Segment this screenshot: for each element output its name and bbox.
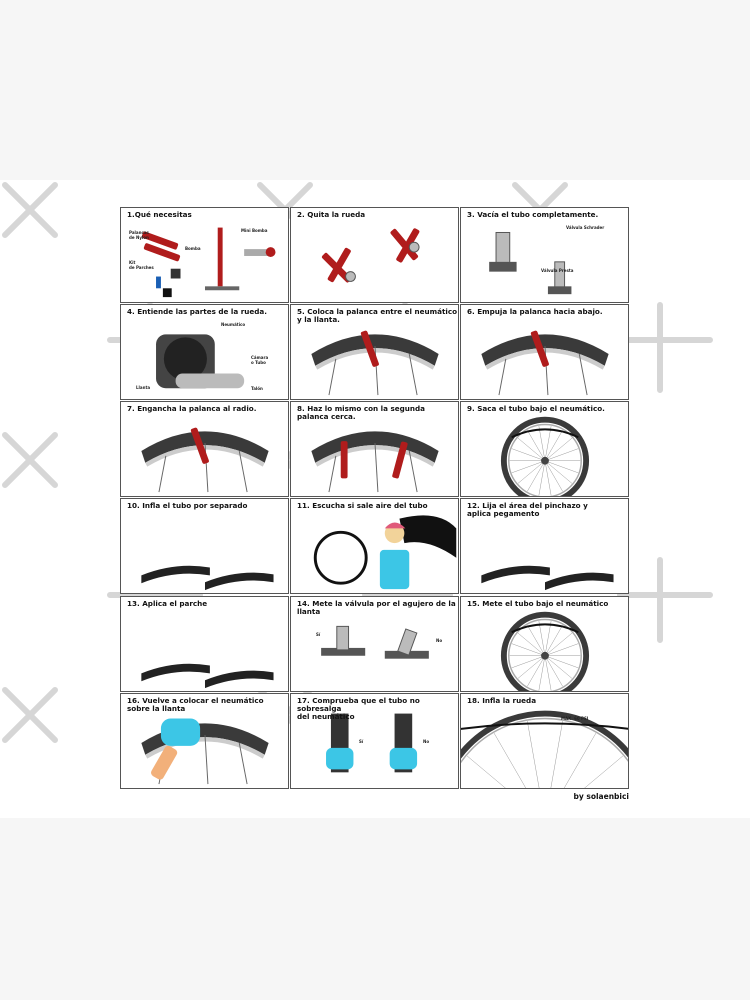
instruction-panel-5: 5. Coloca la palanca entre el neumático … xyxy=(290,304,459,400)
illustration-rider xyxy=(313,515,457,590)
instruction-panel-12: 12. Lija el área del pinchazo y aplica p… xyxy=(460,498,629,594)
panel-title: 8. Haz lo mismo con la segunda palanca c… xyxy=(297,404,426,421)
instruction-panel-9: 9. Saca el tubo bajo el neumático. xyxy=(460,401,629,497)
illustration-tyre-section xyxy=(156,334,245,389)
instruction-panel-17: 17. Comprueba que el tubo no sobresalga … xyxy=(290,693,459,789)
part-label: Neumático xyxy=(221,322,246,327)
illustration-arc-lever xyxy=(311,330,439,396)
panel-title: 13. Aplica el parche xyxy=(127,599,208,608)
part-label: Kit de Parches xyxy=(129,260,154,270)
panel-title: 10. Infla el tubo por separado xyxy=(127,501,248,510)
instruction-panel-14: 14. Mete la válvula por el agujero de la… xyxy=(290,596,459,692)
part-label: Válvula Presta xyxy=(541,268,574,273)
illustration-big-wheel xyxy=(461,710,628,788)
illustration-valves xyxy=(489,231,572,295)
panel-title: 18. Infla la rueda xyxy=(467,696,537,705)
instruction-panel-3: 3. Vacía el tubo completamente. Válvula S… xyxy=(460,207,629,303)
part-label: Bomba xyxy=(185,246,201,251)
part-label: No xyxy=(423,739,430,744)
panel-title: 12. Lija el área del pinchazo y aplica p… xyxy=(467,501,588,518)
illustration-quick-release xyxy=(321,228,420,283)
instruction-panel-11: 11. Escucha si sale aire del tubo xyxy=(290,498,459,594)
instruction-panel-13: 13. Aplica el parche xyxy=(120,596,289,692)
panel-title: 9. Saca el tubo bajo el neumático. xyxy=(467,404,605,413)
panel-title: 17. Comprueba que el tubo no sobresalga … xyxy=(297,696,420,721)
part-label: MAX. 60 PSI xyxy=(561,716,589,721)
instruction-panel-16: 16. Vuelve a colocar el neumático sobre … xyxy=(120,693,289,789)
illustration-tubes xyxy=(141,663,274,689)
panel-title: 2. Quita la rueda xyxy=(297,210,366,219)
illustration-arc-lever xyxy=(481,330,609,396)
instruction-panel-10: 10. Infla el tubo por separado xyxy=(120,498,289,594)
instruction-panel-8: 8. Haz lo mismo con la segunda palanca c… xyxy=(290,401,459,497)
panel-title: 1.Qué necesitas xyxy=(127,210,192,219)
part-label: Palancas de Nylon xyxy=(129,230,149,240)
panel-title: 3. Vacía el tubo completamente. xyxy=(467,210,599,219)
illustration-tubes xyxy=(141,565,274,591)
part-label: Sí xyxy=(359,739,364,744)
instruction-panel-2: 2. Quita la rueda xyxy=(290,207,459,303)
illustration-wheel xyxy=(500,611,590,691)
part-label: Válvula Schrader xyxy=(566,225,605,230)
illustration-tyre-check xyxy=(326,713,418,773)
panel-title: 15. Mete el tubo bajo el neumático xyxy=(467,599,609,608)
illustration-valve-check xyxy=(321,625,429,659)
part-label: No xyxy=(436,638,443,643)
illustration-arc-two-levers xyxy=(311,431,439,493)
instruction-panel-7: 7. Engancha la palanca al radio. xyxy=(120,401,289,497)
part-label: Cámara o Tubo xyxy=(251,355,269,365)
credit-text: by solaenbici xyxy=(573,792,630,801)
panel-title: 6. Empuja la palanca hacia abajo. xyxy=(467,307,603,316)
panel-title: 11. Escucha si sale aire del tubo xyxy=(297,501,428,510)
part-label: Mini Bomba xyxy=(241,228,268,233)
panel-title: 16. Vuelve a colocar el neumático sobre … xyxy=(127,696,264,713)
illustration-arc-hand xyxy=(141,718,269,785)
illustration-tubes xyxy=(481,565,614,591)
instruction-panel-4: 4. Entiende las partes de la rueda. Neumá… xyxy=(120,304,289,400)
panel-title: 4. Entiende las partes de la rueda. xyxy=(127,307,267,316)
panel-title: 14. Mete la válvula por el agujero de la… xyxy=(297,599,456,616)
part-label: Talón xyxy=(251,386,263,391)
part-label: Sí xyxy=(316,632,321,637)
instruction-panel-6: 6. Empuja la palanca hacia abajo. xyxy=(460,304,629,400)
panel-title: 5. Coloca la palanca entre el neumático … xyxy=(297,307,458,324)
illustration-arc-lever xyxy=(141,427,269,493)
panel-title: 7. Engancha la palanca al radio. xyxy=(127,404,257,413)
illustration-tools xyxy=(141,227,276,298)
instruction-panel-15: 15. Mete el tubo bajo el neumático xyxy=(460,596,629,692)
illustration-wheel xyxy=(500,416,590,496)
part-label: Llanta xyxy=(136,385,151,390)
